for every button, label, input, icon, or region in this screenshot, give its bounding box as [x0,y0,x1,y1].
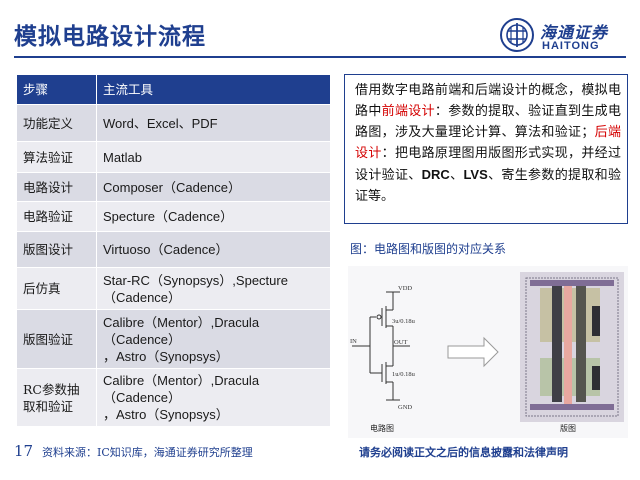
tool-cell: Word、Excel、PDF [96,104,331,142]
table-row: 电路设计 Composer（Cadence） [16,172,331,202]
schematic-layout-figure: VDD GND IN OUT 3u/0.18u 1u/0.18u 电路图 版图 [348,266,628,438]
note-text: ：参数的提取、验证直到生成电路图，涉及大量理论计算、算法和验证； [355,104,621,140]
tool-line: Star-RC（Synopsys）,Specture [103,272,288,288]
column-header-tool: 主流工具 [96,74,331,105]
table-row: 版图设计 Virtuoso（Cadence） [16,231,331,268]
header-divider [14,56,626,58]
step-cell: 版图设计 [16,231,97,268]
inverter-figure-graphic: VDD GND IN OUT 3u/0.18u 1u/0.18u 电路图 版图 [350,272,624,433]
table-row: RC参数抽取和验证 Calibre（Mentor）,Dracula （Caden… [16,368,331,427]
out-label: OUT [394,339,407,346]
table-row: 算法验证 Matlab [16,141,331,173]
layout-label: 版图 [560,423,576,433]
schematic-label: 电路图 [370,423,394,433]
table-row: 电路验证 Specture（Cadence） [16,201,331,232]
tool-line: Virtuoso（Cadence） [103,242,229,257]
step-cell: 后仿真 [16,267,97,310]
tool-line: Matlab [103,149,143,165]
tool-line: Calibre（Mentor）,Dracula [103,373,260,388]
note-text: 借用数字电路前端和后端设计的概念，模拟电路中 [355,83,621,119]
tool-line: Calibre（Mentor）,Dracula [103,314,260,330]
correspondence-arrow-icon [447,336,499,368]
gnd-label: GND [398,404,412,411]
tool-cell: Virtuoso（Cadence） [96,231,331,268]
table-row: 功能定义 Word、Excel、PDF [16,104,331,142]
tool-line: ，Astro（Synopsys） [103,407,229,422]
tool-line: Composer（Cadence） [103,179,242,195]
page-title: 模拟电路设计流程 [14,23,206,50]
table-row: 版图验证 Calibre（Mentor）,Dracula （Cadence） ，… [16,309,331,369]
drc-term: DRC [421,167,450,182]
step-cell: 电路设计 [16,172,97,202]
tool-line: （Cadence） [103,289,182,305]
back-end-design-term: 后端设计 [355,125,621,161]
vdd-label: VDD [398,285,412,292]
haitong-logo: 海通证券 HAITONG [500,18,628,54]
tool-line: （Cadence） [103,331,182,347]
inverter-layout [520,272,624,422]
tool-line: Word、Excel、PDF [103,115,218,131]
tool-line: （Cadence） [103,390,182,405]
tool-line: Specture（Cadence） [103,209,234,224]
tool-cell: Calibre（Mentor）,Dracula （Cadence） ，Astro… [96,368,331,427]
lvs-term: LVS [463,167,488,182]
tool-cell: Star-RC（Synopsys）,Specture （Cadence） [96,267,331,310]
logo-chinese-name: 海通证券 [540,23,609,42]
pmos-size-label: 3u/0.18u [392,318,416,325]
step-cell: 版图验证 [16,309,97,369]
step-cell: 电路验证 [16,201,97,232]
tool-cell: Calibre（Mentor）,Dracula （Cadence） ，Astro… [96,309,331,369]
source-note: 资料来源：IC知识库，海通证券研究所整理 [42,446,253,459]
design-note-box: 借用数字电路前端和后端设计的概念，模拟电路中前端设计：参数的提取、验证直到生成电… [344,74,628,224]
nmos-size-label: 1u/0.18u [392,371,416,378]
logo-english-name: HAITONG [542,40,600,52]
column-header-step: 步骤 [16,74,97,105]
inverter-schematic [352,291,410,401]
tool-cell: Matlab [96,141,331,173]
disclaimer-link[interactable]: 请务必阅读正文之后的信息披露和法律声明 [359,446,568,459]
tool-cell: Specture（Cadence） [96,201,331,232]
in-label: IN [350,338,357,345]
step-cell: RC参数抽取和验证 [16,368,97,427]
front-end-design-term: 前端设计 [381,104,435,119]
tool-cell: Composer（Cadence） [96,172,331,202]
note-text: 、 [449,168,464,183]
step-cell: 功能定义 [16,104,97,142]
table-row: 后仿真 Star-RC（Synopsys）,Specture （Cadence） [16,267,331,310]
note-text: ：把电路原理图用版图形式实现，并经过设计验证、 [355,146,621,183]
page-number: 17 [14,442,34,460]
figure-caption: 图：电路图和版图的对应关系 [350,242,507,256]
step-cell: 算法验证 [16,141,97,173]
note-text: 、寄生参数的提取和验证等。 [355,168,621,204]
haitong-emblem-icon [500,18,534,52]
table-header-row: 步骤 主流工具 [16,74,331,105]
tool-line: ，Astro（Synopsys） [103,348,229,364]
design-flow-table: 步骤 主流工具 功能定义 Word、Excel、PDF 算法验证 Matlab … [16,74,331,427]
